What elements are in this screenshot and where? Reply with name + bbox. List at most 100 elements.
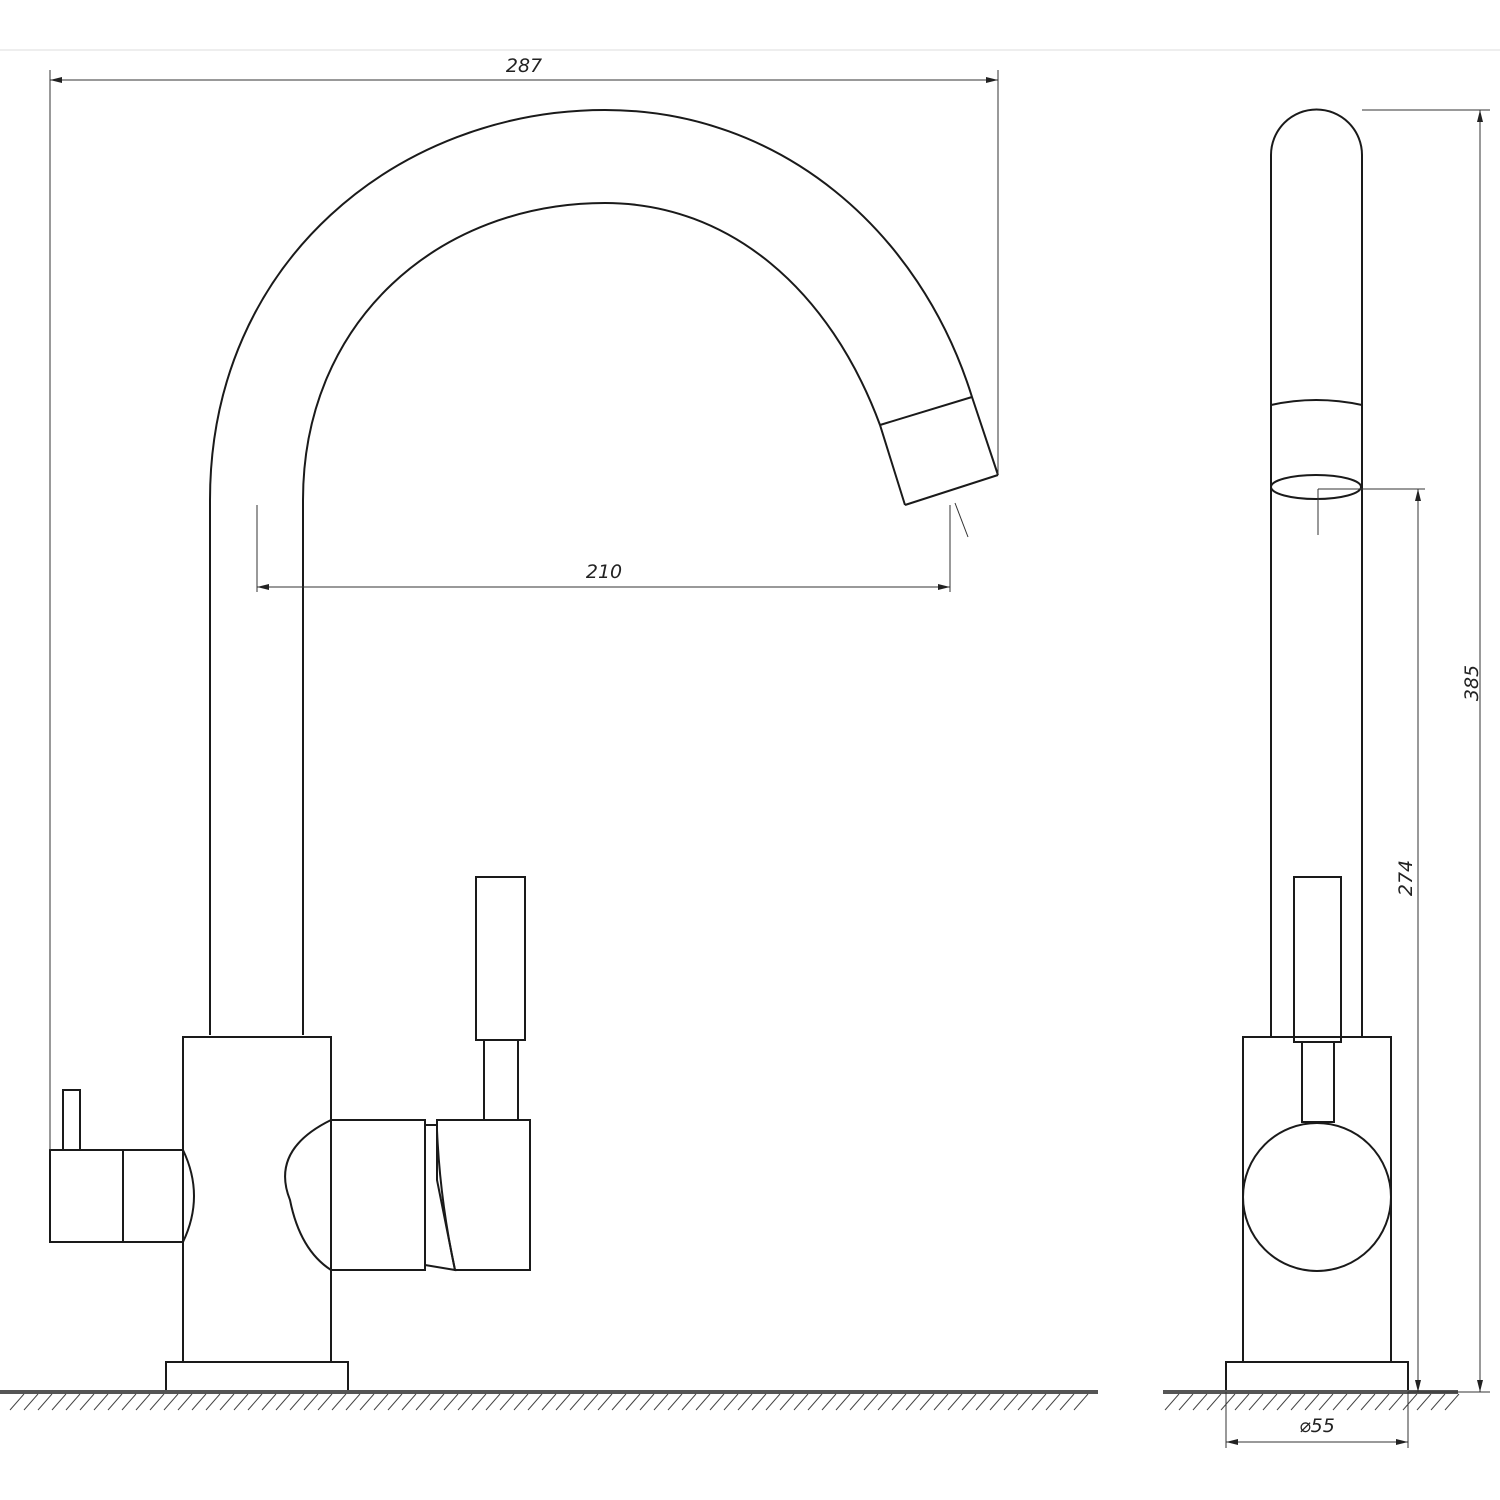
hatch-mark [1332,1393,1348,1411]
hatch-mark [1234,1393,1250,1411]
hatch-mark [275,1393,291,1411]
hatch-mark [1178,1393,1194,1411]
front-view [0,108,1098,1411]
hatch-mark [65,1393,81,1411]
side-ground-hatch [1164,1393,1460,1411]
hatch-mark [485,1393,501,1411]
hatch-mark [1430,1393,1446,1411]
hatch-mark [1374,1393,1390,1411]
hatch-mark [499,1393,515,1411]
front-dimensions: 287 210 [49,55,999,1150]
side-outlet [1270,474,1362,500]
dim-label-55: ⌀55 [1299,1415,1335,1437]
side-ring-top [1270,399,1363,406]
dim-label-287: 287 [506,55,542,77]
spout-outer [209,108,999,1035]
spout-outlet [904,474,999,506]
hatch-mark [835,1393,851,1411]
hatch-mark [1164,1393,1180,1411]
side-lever-handle [1293,876,1342,1043]
hatch-mark [415,1393,431,1411]
hatch-mark [429,1393,445,1411]
hatch-mark [919,1393,935,1411]
lever-neck [424,1124,457,1272]
hatch-mark [303,1393,319,1411]
hatch-mark [765,1393,781,1411]
hatch-mark [863,1393,879,1411]
hatch-mark [1031,1393,1047,1411]
lever-stem [483,1039,519,1121]
hatch-mark [93,1393,109,1411]
hatch-mark [345,1393,361,1411]
hatch-mark [1416,1393,1432,1411]
hatch-mark [1444,1393,1460,1411]
hatch-mark [331,1393,347,1411]
hatch-mark [933,1393,949,1411]
hatch-mark [177,1393,193,1411]
hatch-mark [1346,1393,1362,1411]
hatch-mark [975,1393,991,1411]
hatch-mark [821,1393,837,1411]
hatch-mark [751,1393,767,1411]
left-knob-cap [123,1149,195,1243]
hatch-mark [163,1393,179,1411]
hatch-mark [877,1393,893,1411]
hatch-mark [1360,1393,1376,1411]
hatch-mark [849,1393,865,1411]
spout-ring [879,396,973,426]
hatch-mark [289,1393,305,1411]
hatch-mark [1017,1393,1033,1411]
hatch-mark [387,1393,403,1411]
hatch-mark [541,1393,557,1411]
hatch-mark [1220,1393,1236,1411]
hatch-mark [359,1393,375,1411]
hatch-mark [667,1393,683,1411]
hatch-mark [317,1393,333,1411]
hatch-mark [471,1393,487,1411]
hatch-mark [51,1393,67,1411]
hatch-mark [1206,1393,1222,1411]
dim-label-210: 210 [586,561,622,583]
side-base [1225,1361,1409,1393]
hatch-mark [233,1393,249,1411]
hatch-mark [1192,1393,1208,1411]
spout-inner [302,201,906,1035]
hatch-mark [261,1393,277,1411]
hatch-mark [1262,1393,1278,1411]
hatch-mark [149,1393,165,1411]
hatch-mark [1290,1393,1306,1411]
hatch-mark [1059,1393,1075,1411]
ground-hatch [9,1393,1089,1411]
hatch-mark [779,1393,795,1411]
lever-handle [475,876,526,1041]
hatch-mark [1402,1393,1418,1411]
hatch-mark [905,1393,921,1411]
hatch-mark [681,1393,697,1411]
hatch-mark [807,1393,823,1411]
side-cartridge [1242,1122,1392,1272]
hatch-mark [1304,1393,1320,1411]
hatch-mark [1388,1393,1404,1411]
hatch-mark [611,1393,627,1411]
base [165,1361,349,1393]
side-view [1163,108,1460,1411]
side-lever-stem [1301,1041,1335,1123]
hatch-mark [135,1393,151,1411]
side-body [1242,1036,1392,1363]
hatch-mark [247,1393,263,1411]
left-pin [62,1089,81,1151]
hatch-mark [401,1393,417,1411]
hatch-mark [9,1393,25,1411]
hatch-mark [947,1393,963,1411]
dim-label-385: 385 [1461,665,1483,701]
side-pipe [1270,108,1363,1037]
hatch-mark [219,1393,235,1411]
body [182,1036,332,1363]
left-knob [49,1149,124,1243]
hatch-mark [121,1393,137,1411]
hatch-mark [793,1393,809,1411]
hatch-mark [1045,1393,1061,1411]
hatch-mark [1248,1393,1264,1411]
side-dimensions: 385 274 ⌀55 [1225,109,1490,1448]
